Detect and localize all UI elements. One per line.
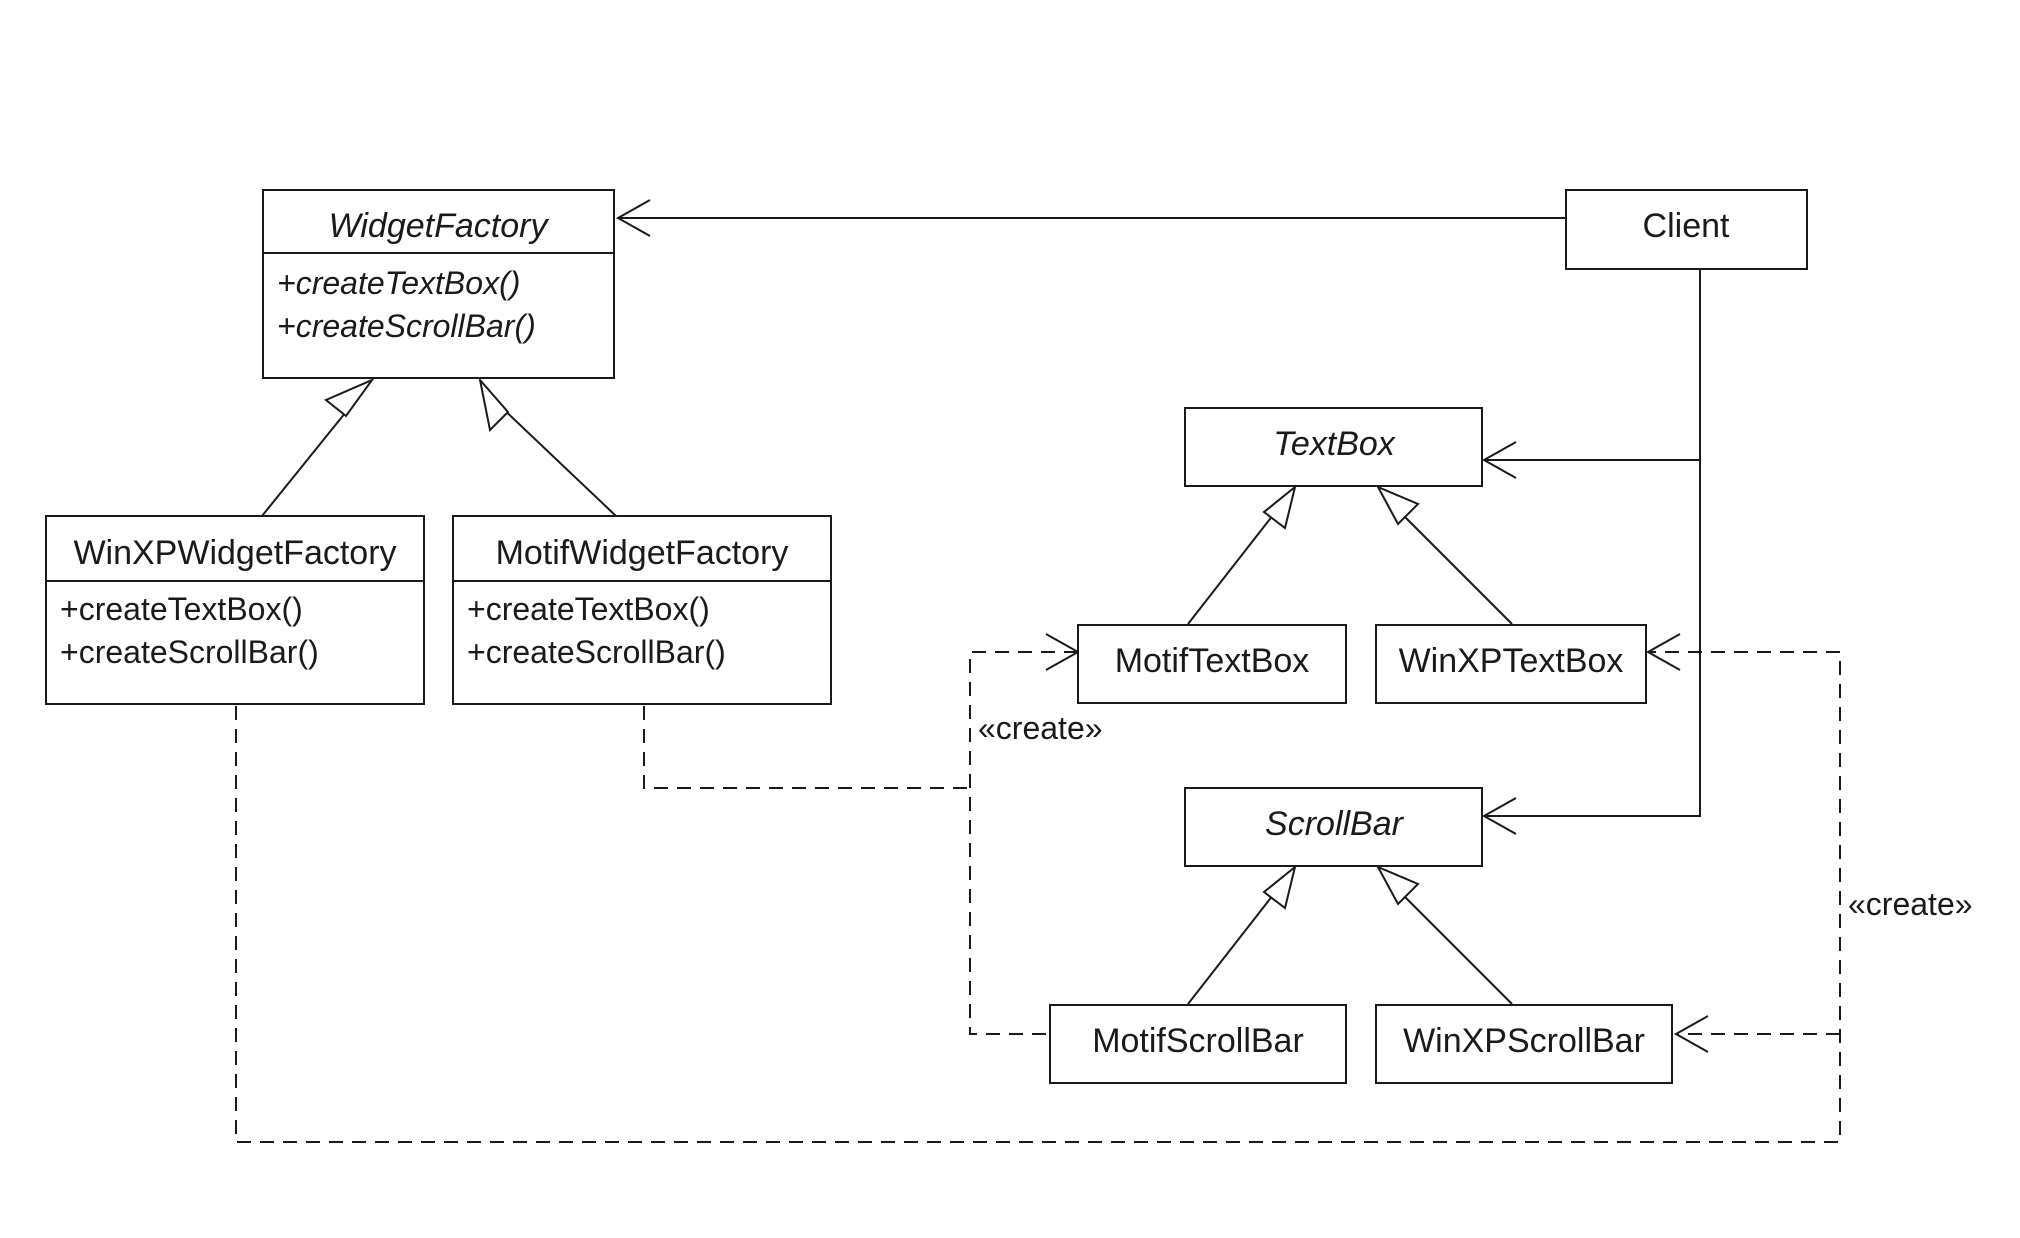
generalization-motif-scrollbar xyxy=(1187,864,1297,1005)
class-name: MotifScrollBar xyxy=(1092,1022,1304,1060)
generalization-winxp-textbox xyxy=(1375,484,1513,625)
operation: +createTextBox() xyxy=(277,265,520,301)
association-client-products xyxy=(1481,269,1701,835)
class-name: Client xyxy=(1643,207,1730,245)
class-name: WidgetFactory xyxy=(329,207,550,245)
class-winxp-widget-factory[interactable]: WinXPWidgetFactory +createTextBox() +cre… xyxy=(45,515,425,705)
class-scrollbar[interactable]: ScrollBar xyxy=(1184,787,1483,867)
class-name: WinXPWidgetFactory xyxy=(73,534,396,572)
class-motif-textbox[interactable]: MotifTextBox xyxy=(1077,624,1347,704)
class-name: WinXPScrollBar xyxy=(1403,1022,1645,1060)
class-motif-scrollbar[interactable]: MotifScrollBar xyxy=(1049,1004,1347,1084)
operation: +createTextBox() xyxy=(467,591,710,627)
stereotype-label: «create» xyxy=(978,710,1103,746)
class-winxp-scrollbar[interactable]: WinXPScrollBar xyxy=(1375,1004,1673,1084)
generalization-motif-textbox xyxy=(1187,484,1297,625)
operation: +createScrollBar() xyxy=(277,308,536,344)
generalization-winxp-factory xyxy=(261,377,375,517)
generalization-motif-factory xyxy=(478,376,617,517)
operation: +createScrollBar() xyxy=(60,634,319,670)
operation: +createScrollBar() xyxy=(467,634,726,670)
class-textbox[interactable]: TextBox xyxy=(1184,407,1483,487)
class-winxp-textbox[interactable]: WinXPTextBox xyxy=(1375,624,1647,704)
stereotype-label: «create» xyxy=(1848,886,1973,922)
class-widget-factory[interactable]: WidgetFactory +createTextBox() +createSc… xyxy=(262,189,615,379)
association-client-widgetfactory xyxy=(615,199,1566,237)
class-name: ScrollBar xyxy=(1265,805,1405,843)
generalization-winxp-scrollbar xyxy=(1375,864,1513,1005)
dependency-winxp-create xyxy=(235,633,1841,1143)
operation: +createTextBox() xyxy=(60,591,303,627)
class-motif-widget-factory[interactable]: MotifWidgetFactory +createTextBox() +cre… xyxy=(452,515,832,705)
class-name: WinXPTextBox xyxy=(1399,642,1624,680)
class-name: MotifWidgetFactory xyxy=(496,534,789,572)
class-name: TextBox xyxy=(1273,425,1396,463)
class-name: MotifTextBox xyxy=(1115,642,1310,680)
class-client[interactable]: Client xyxy=(1565,189,1808,270)
